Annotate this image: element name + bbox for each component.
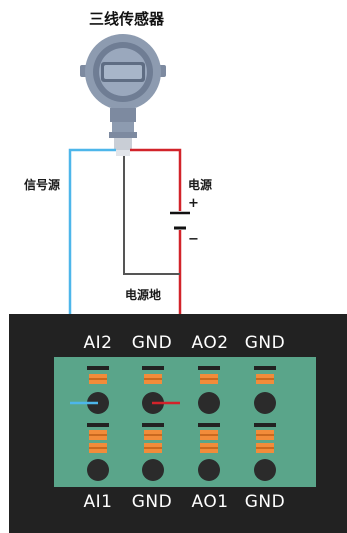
terminal-screw[interactable]	[87, 459, 109, 481]
terminal-bar	[142, 366, 164, 370]
terminal-clip	[89, 430, 107, 440]
power-wire-upper	[130, 148, 182, 211]
terminal-bar	[254, 423, 276, 427]
terminal-label-bottom: AI1	[83, 492, 113, 512]
terminal-clip	[200, 374, 218, 384]
terminal-label-top: AO2	[191, 333, 229, 353]
terminal-bar	[254, 366, 276, 370]
terminal-label-bottom: GND	[131, 492, 173, 512]
terminal-clip	[144, 443, 162, 453]
terminal-clip	[200, 443, 218, 453]
terminal-clip	[144, 374, 162, 384]
terminal-label-top: AI2	[83, 333, 113, 353]
terminal-screw[interactable]	[142, 459, 164, 481]
terminal-screw[interactable]	[198, 392, 220, 414]
terminal-clip	[89, 443, 107, 453]
terminal-bar	[198, 366, 220, 370]
terminal-screw[interactable]	[142, 392, 164, 414]
terminal-label-bottom: GND	[244, 492, 286, 512]
plus-label: +	[188, 196, 199, 211]
terminal-clip	[89, 374, 107, 384]
terminal-screw[interactable]	[254, 392, 276, 414]
minus-label: −	[188, 232, 199, 247]
terminal-clip	[256, 443, 274, 453]
terminal-bar	[87, 423, 109, 427]
terminal-bar	[87, 366, 109, 370]
terminal-label-top: GND	[131, 333, 173, 353]
terminal-clip	[256, 374, 274, 384]
ground-wire	[123, 156, 180, 275]
terminal-clip	[144, 430, 162, 440]
power-ground-label: 电源地	[125, 288, 162, 302]
terminal-label-bottom: AO1	[191, 492, 229, 512]
terminal-screw[interactable]	[254, 459, 276, 481]
terminal-label-top: GND	[244, 333, 286, 353]
signal-source-label: 信号源	[24, 178, 61, 192]
power-label: 电源	[188, 178, 213, 192]
terminal-screw[interactable]	[198, 459, 220, 481]
terminal-clip	[200, 430, 218, 440]
battery-icon	[170, 211, 190, 230]
terminal-bar	[142, 423, 164, 427]
terminal-clip	[256, 430, 274, 440]
sensor-title: 三线传感器	[88, 10, 164, 28]
terminal-bar	[198, 423, 220, 427]
terminal-screw[interactable]	[87, 392, 109, 414]
